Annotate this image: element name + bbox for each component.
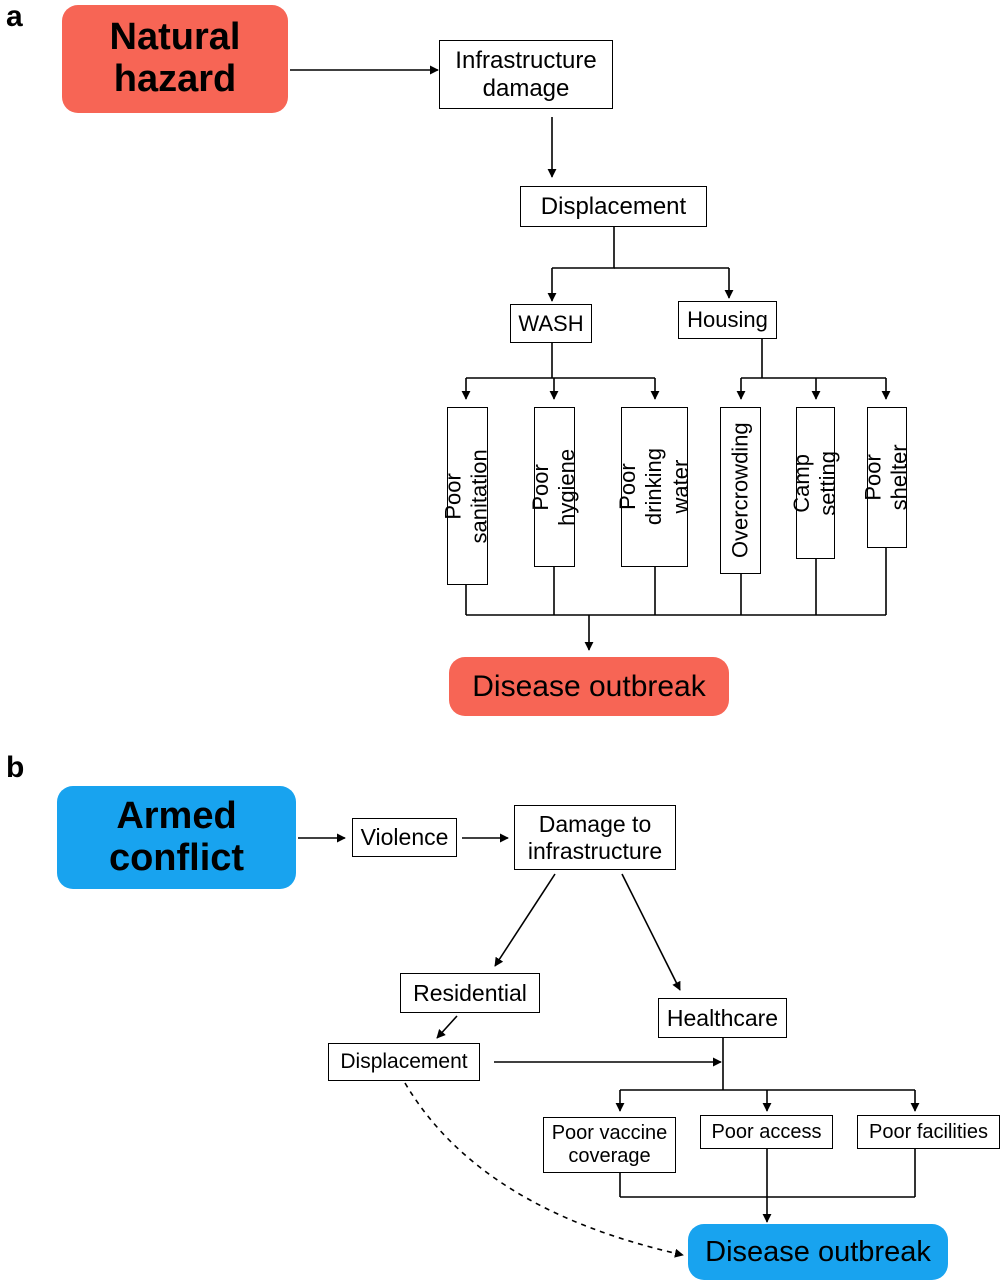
poor-vaccine-coverage-box: Poor vaccine coverage — [543, 1117, 676, 1173]
camp-setting-label: Camp setting — [789, 450, 841, 516]
residential-box: Residential — [400, 973, 540, 1013]
overcrowding-label: Overcrowding — [727, 422, 753, 559]
displacement-label-b: Displacement — [340, 1049, 468, 1073]
armed-conflict-label: Armed conflict — [108, 794, 245, 879]
panel-label-b: b — [6, 751, 25, 784]
connector-displacement-split — [552, 227, 615, 269]
arrow-damage-to-healthcare — [621, 873, 681, 991]
poor-vaccine-coverage-label: Poor vaccine coverage — [551, 1122, 668, 1167]
disease-outbreak-b-box: Disease outbreak — [688, 1224, 948, 1280]
poor-sanitation-box: Poor sanitation — [441, 407, 493, 585]
poor-shelter-box: Poor shelter — [861, 407, 912, 548]
housing-box: Housing — [678, 301, 777, 339]
poor-access-label: Poor access — [711, 1120, 822, 1143]
violence-box: Violence — [352, 818, 457, 857]
poor-drinking-water-label: Poor drinking water — [614, 448, 693, 526]
poor-hygiene-box: Poor hygiene — [528, 407, 580, 567]
housing-label: Housing — [687, 307, 768, 333]
healthcare-box: Healthcare — [658, 998, 787, 1038]
poor-drinking-water-box: Poor drinking water — [615, 407, 693, 567]
disease-outbreak-a-label: Disease outbreak — [472, 669, 706, 703]
poor-sanitation-label: Poor sanitation — [441, 448, 493, 544]
infrastructure-damage-label: Infrastructure damage — [455, 46, 597, 102]
natural-hazard-label: Natural hazard — [109, 16, 241, 100]
residential-label: Residential — [413, 979, 527, 1006]
arrow-damage-to-residential — [494, 873, 556, 967]
infrastructure-damage-box: Infrastructure damage — [439, 40, 613, 109]
poor-access-box: Poor access — [700, 1115, 833, 1149]
damage-to-infrastructure-box: Damage to infrastructure — [514, 805, 676, 870]
overcrowding-box: Overcrowding — [720, 407, 761, 574]
panel-label-a: a — [6, 0, 23, 33]
poor-facilities-box: Poor facilities — [857, 1115, 1000, 1149]
displacement-box-a: Displacement — [520, 186, 707, 227]
poor-hygiene-label: Poor hygiene — [528, 448, 580, 526]
arrow-residential-to-displacement — [436, 1015, 458, 1039]
natural-hazard-box: Natural hazard — [62, 5, 288, 113]
dashed-arrow-displacement-to-outbreak — [404, 1082, 684, 1258]
damage-to-infrastructure-label: Damage to infrastructure — [527, 811, 663, 864]
disease-outbreak-a-box: Disease outbreak — [449, 657, 729, 716]
disease-outbreak-b-label: Disease outbreak — [705, 1235, 931, 1268]
poor-facilities-label: Poor facilities — [869, 1120, 988, 1143]
camp-setting-box: Camp setting — [789, 407, 841, 559]
displacement-label-a: Displacement — [540, 192, 687, 220]
wash-label: WASH — [518, 310, 584, 336]
displacement-box-b: Displacement — [328, 1043, 480, 1081]
violence-label: Violence — [360, 824, 449, 851]
healthcare-label: Healthcare — [666, 1004, 779, 1031]
wash-box: WASH — [510, 304, 592, 343]
poor-shelter-label: Poor shelter — [860, 444, 912, 511]
armed-conflict-box: Armed conflict — [57, 786, 296, 889]
